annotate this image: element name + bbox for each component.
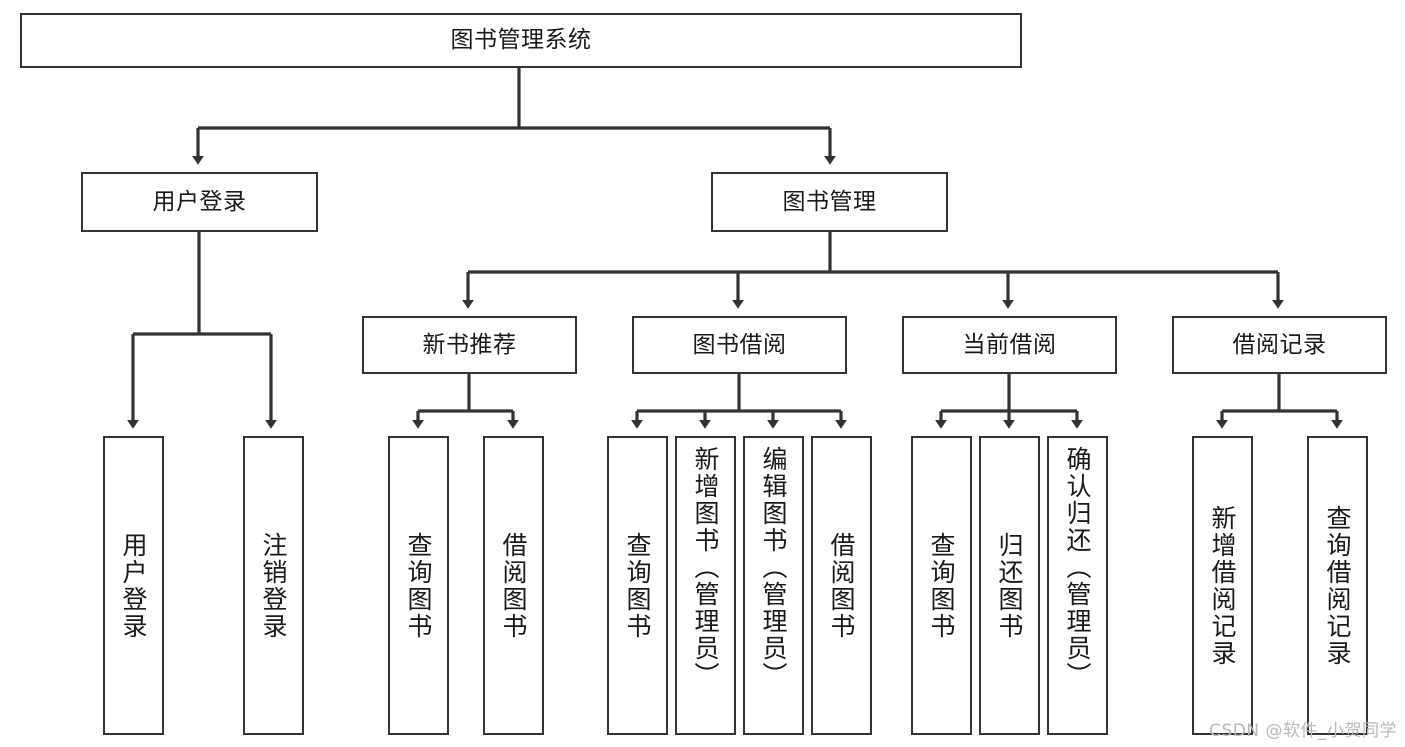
leaf-add-book-admin[interactable]: 新增图书（管理员） — [675, 436, 736, 735]
node-current-borrow[interactable]: 当前借阅 — [902, 316, 1117, 374]
leaf-user-login[interactable]: 用户登录 — [103, 436, 164, 735]
leaf-logout-login[interactable]: 注销登录 — [243, 436, 304, 735]
node-label: 编辑图书（管理员） — [759, 446, 788, 689]
node-label: 新书推荐 — [422, 331, 517, 358]
node-label: 注销登录 — [259, 531, 288, 640]
leaf-query-book-borrow[interactable]: 查询图书 — [607, 436, 668, 735]
node-label: 图书管理系统 — [450, 27, 592, 53]
node-book-borrow[interactable]: 图书借阅 — [632, 316, 847, 374]
leaf-return-book[interactable]: 归还图书 — [979, 436, 1040, 735]
node-root-system[interactable]: 图书管理系统 — [20, 13, 1022, 68]
leaf-edit-book-admin[interactable]: 编辑图书（管理员） — [743, 436, 804, 735]
node-borrow-record[interactable]: 借阅记录 — [1172, 316, 1387, 374]
node-label: 借阅图书 — [827, 531, 856, 640]
node-label: 新增图书（管理员） — [691, 446, 720, 689]
node-label: 借阅记录 — [1232, 331, 1327, 358]
node-label: 查询借阅记录 — [1323, 504, 1352, 667]
node-label: 归还图书 — [995, 531, 1024, 640]
node-label: 查询图书 — [623, 531, 652, 640]
node-label: 用户登录 — [152, 188, 247, 215]
node-user-login[interactable]: 用户登录 — [81, 172, 318, 232]
node-book-management[interactable]: 图书管理 — [711, 172, 948, 232]
node-label: 用户登录 — [119, 531, 148, 640]
node-label: 当前借阅 — [962, 331, 1057, 358]
node-label: 新增借阅记录 — [1208, 504, 1237, 667]
node-label: 图书管理 — [782, 188, 877, 215]
leaf-confirm-return-admin[interactable]: 确认归还（管理员） — [1047, 436, 1108, 735]
leaf-query-book-current[interactable]: 查询图书 — [911, 436, 972, 735]
leaf-borrow-book-recommend[interactable]: 借阅图书 — [483, 436, 544, 735]
leaf-add-borrow-record[interactable]: 新增借阅记录 — [1192, 436, 1253, 735]
node-label: 确认归还（管理员） — [1063, 446, 1092, 689]
node-label: 查询图书 — [927, 531, 956, 640]
node-label: 查询图书 — [404, 531, 433, 640]
node-new-book-recommend[interactable]: 新书推荐 — [362, 316, 577, 374]
node-label: 借阅图书 — [499, 531, 528, 640]
leaf-borrow-book[interactable]: 借阅图书 — [811, 436, 872, 735]
leaf-query-borrow-record[interactable]: 查询借阅记录 — [1307, 436, 1368, 735]
leaf-query-book-recommend[interactable]: 查询图书 — [388, 436, 449, 735]
watermark-text: CSDN @软件_小贺同学 — [1209, 721, 1397, 741]
node-label: 图书借阅 — [692, 331, 787, 358]
